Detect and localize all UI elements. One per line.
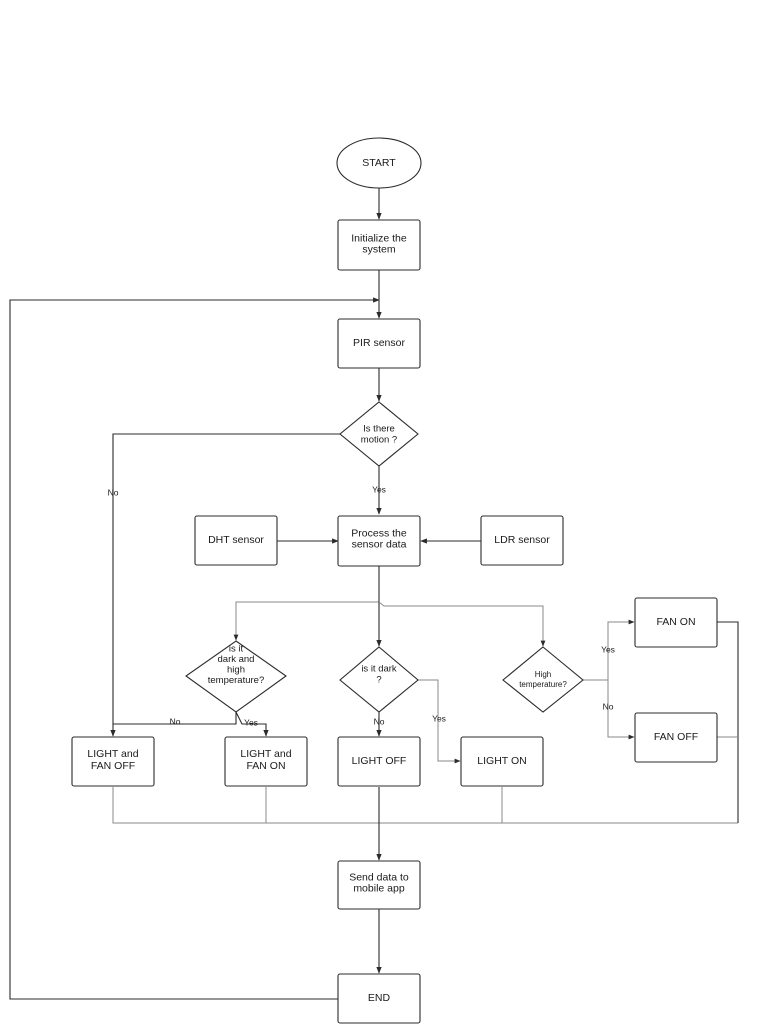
label-high-temp-no: No <box>603 701 614 711</box>
node-label-line: Send data to <box>349 871 409 883</box>
edge-end-loop <box>9 297 380 1000</box>
edge-dark-yes <box>418 679 461 764</box>
node-fan-off: FAN OFF <box>634 712 718 763</box>
edge-fan-on-merge <box>717 621 739 823</box>
label-dark-temp-yes: Yes <box>244 717 258 727</box>
node-label-line: high <box>227 664 245 675</box>
node-label-line: ? <box>376 674 381 685</box>
node-pir-sensor: PIR sensor <box>337 318 421 369</box>
node-label-line: LIGHT ON <box>477 755 526 767</box>
node-label-line: FAN ON <box>246 760 285 772</box>
node-label-line: sensor data <box>352 538 407 550</box>
label-dark-no: No <box>374 716 385 726</box>
node-label-line: dark and <box>218 653 255 664</box>
node-light-on: LIGHT ON <box>460 736 544 787</box>
node-label-line: temperature? <box>208 674 265 685</box>
node-label-line: LDR sensor <box>494 534 550 546</box>
node-label-line: High <box>535 670 551 679</box>
edge-motion-no <box>110 433 341 737</box>
node-fan-off-text: FAN OFF <box>654 731 698 743</box>
node-end-text: END <box>368 992 391 1004</box>
edge-merge-line <box>112 787 738 824</box>
label-motion-yes: Yes <box>372 484 386 494</box>
node-dark-decision: is it dark? <box>339 646 419 713</box>
node-label-line: Initialize the <box>351 232 407 244</box>
node-fan-on-text: FAN ON <box>656 616 695 628</box>
node-label-line: DHT sensor <box>208 534 264 546</box>
node-ldr-sensor-text: LDR sensor <box>494 534 550 546</box>
node-label-line: FAN ON <box>656 616 695 628</box>
node-label-line: mobile app <box>353 882 405 894</box>
node-fan-on: FAN ON <box>634 597 718 648</box>
edge-labels: No Yes No Yes No Yes Yes No <box>108 484 615 727</box>
edge-process-branch-left <box>233 566 380 641</box>
node-label-line: Process the <box>351 527 407 539</box>
edge-high-temp-no <box>607 680 635 740</box>
node-label-line: START <box>362 157 396 169</box>
label-high-temp-yes: Yes <box>601 644 615 654</box>
node-label-line: END <box>368 992 391 1004</box>
node-light-off-text: LIGHT OFF <box>352 755 407 767</box>
node-light-on-text: LIGHT ON <box>477 755 526 767</box>
label-motion-no: No <box>108 487 119 497</box>
node-dht-sensor-text: DHT sensor <box>208 534 264 546</box>
label-dark-temp-no: No <box>170 716 181 726</box>
node-dht-sensor: DHT sensor <box>194 515 278 566</box>
label-dark-yes: Yes <box>432 713 446 723</box>
node-dark-decision-text: is it dark? <box>361 663 397 685</box>
node-label-line: PIR sensor <box>353 337 405 349</box>
edge-process-branch-right <box>378 601 546 647</box>
edges <box>9 188 739 1000</box>
node-label-line: LIGHT and <box>240 748 291 760</box>
node-start: START <box>336 137 422 189</box>
node-label-line: motion ? <box>361 434 397 445</box>
node-label-line: FAN OFF <box>91 760 135 772</box>
edge-high-temp-yes <box>582 619 635 681</box>
node-label-line: FAN OFF <box>654 731 698 743</box>
node-label-line: temperature? <box>519 680 567 689</box>
node-label-line: system <box>362 243 396 255</box>
node-ldr-sensor: LDR sensor <box>480 515 564 566</box>
node-label-line: Is there <box>363 423 395 434</box>
node-label-line: is it <box>229 643 244 654</box>
node-end: END <box>337 973 421 1024</box>
edge-dark-temp-yes <box>235 711 269 737</box>
node-label-line: LIGHT and <box>87 748 138 760</box>
node-label-line: is it dark <box>361 663 397 674</box>
node-light-off: LIGHT OFF <box>337 736 421 787</box>
edge-dark-temp-no <box>113 712 237 725</box>
node-start-text: START <box>362 157 396 169</box>
node-label-line: LIGHT OFF <box>352 755 407 767</box>
node-pir-sensor-text: PIR sensor <box>353 337 405 349</box>
